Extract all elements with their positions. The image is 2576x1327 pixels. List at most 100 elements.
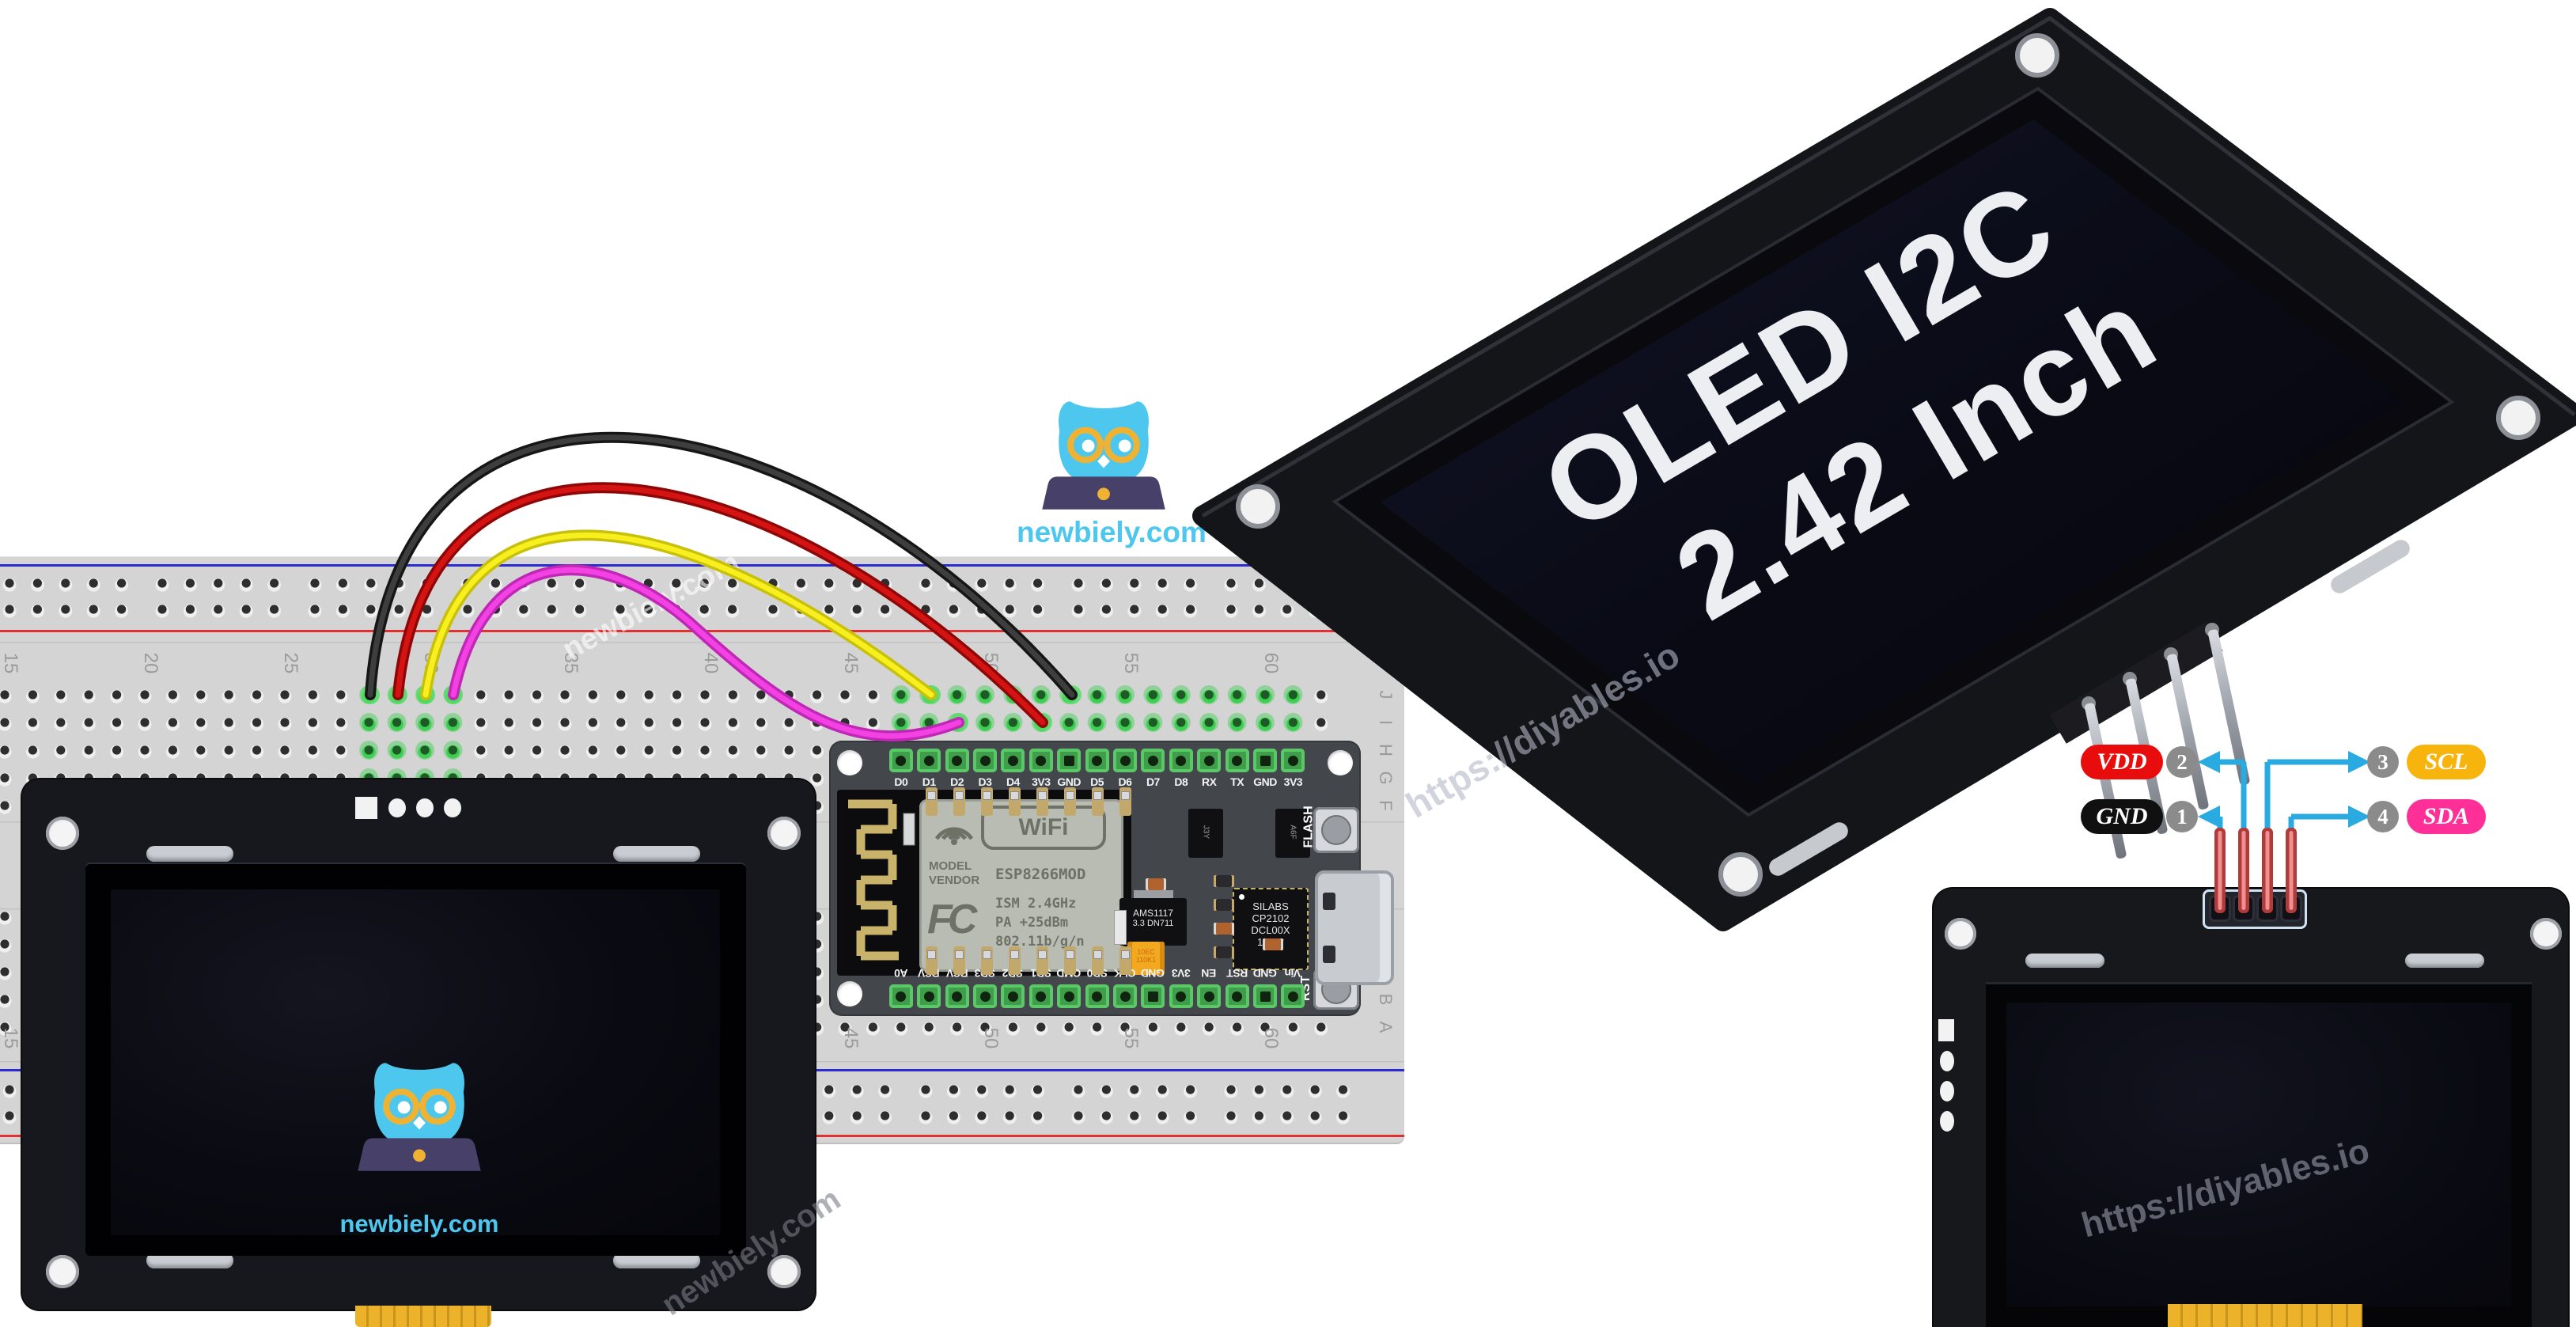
green-glow [919, 685, 939, 704]
breadboard-hole [824, 1111, 834, 1120]
green-glow [919, 713, 939, 732]
hole-ring [81, 717, 96, 731]
rail-line [0, 630, 1404, 632]
breadboard-hole [1064, 690, 1074, 700]
breadboard-hole [463, 605, 472, 614]
breadboard-hole [504, 745, 513, 755]
hole-ring [138, 745, 152, 759]
hole-ring [1118, 1022, 1132, 1036]
hole-ring [1230, 689, 1244, 703]
breadboard-hole [1226, 605, 1236, 614]
breadboard-hole [575, 605, 585, 614]
nodemcu-pin-GND [1141, 984, 1165, 1008]
hole-ring [946, 1084, 960, 1098]
hole-ring [308, 604, 322, 618]
hole-ring [420, 578, 434, 592]
breadboard-hole [112, 718, 122, 727]
hole-ring [1002, 1110, 1017, 1124]
pin-label-D4: D4 [1006, 775, 1020, 788]
breadboard-hole [1120, 718, 1130, 727]
breadboard-hole [1074, 605, 1083, 614]
breadboard-hole [252, 690, 262, 700]
breadboard-hole [896, 690, 906, 700]
breadboard-hole [532, 745, 542, 755]
hole-ring [1155, 1110, 1169, 1124]
hole-ring [110, 689, 124, 703]
breadboard-hole [980, 1022, 990, 1032]
hole-ring [194, 745, 208, 759]
hole-ring [418, 689, 432, 703]
green-glow [359, 713, 379, 732]
hole-ring [194, 689, 208, 703]
hole-ring [670, 689, 684, 703]
hole-ring [1155, 604, 1169, 618]
hole-ring [1252, 578, 1266, 592]
breadboard-hole [392, 745, 402, 755]
breadboard-hole [949, 578, 958, 588]
hole-ring [267, 604, 282, 618]
pin-label-GND: GND [1253, 775, 1277, 788]
owl-glasses-left [1067, 427, 1104, 464]
hole-ring [1099, 1084, 1113, 1098]
breadboard-hole [796, 605, 806, 614]
breadboard-hole [1033, 578, 1043, 588]
hole-ring [110, 745, 124, 759]
breadboard-hole [1005, 1111, 1014, 1120]
hole-ring [25, 745, 40, 759]
castellation-pad [1092, 946, 1104, 975]
nodemcu-pin-EN [1197, 984, 1222, 1008]
hole-ring [0, 717, 12, 731]
hole-ring [278, 717, 292, 731]
hole-ring [211, 578, 225, 592]
hole-ring [530, 689, 544, 703]
hole-ring [445, 717, 460, 731]
breadboard-hole [61, 605, 70, 614]
breadboard-hole [0, 773, 9, 783]
mount-hole [2496, 396, 2540, 440]
hole-ring [613, 578, 627, 592]
breadboard-hole [881, 605, 890, 614]
breadboard-hole [852, 605, 862, 614]
breadboard-hole [672, 690, 682, 700]
nodemcu-pin-CLK [1113, 984, 1137, 1008]
breadboard-hole [519, 605, 528, 614]
breadboard-hole [84, 690, 93, 700]
breadboard-hole [1176, 718, 1186, 727]
hole-ring [211, 604, 225, 618]
hole-ring [1062, 689, 1076, 703]
breadboard-hole [1064, 718, 1074, 727]
breadboard-hole [1036, 1022, 1046, 1032]
breadboard-hole [0, 1022, 9, 1032]
hole-ring [1071, 578, 1085, 592]
hole-ring [59, 578, 73, 592]
hole-ring [978, 689, 992, 703]
vendor-label: VENDOR [929, 874, 980, 887]
breadboard-hole [644, 718, 653, 727]
pin-label-sda: SDA [2407, 799, 2486, 834]
side-component [1940, 1081, 1954, 1101]
hole-ring [0, 772, 12, 787]
breadboard-hole [112, 745, 122, 755]
hole-ring [1127, 1110, 1142, 1124]
nodemcu-pin-RSV [917, 984, 941, 1008]
hole-ring [110, 717, 124, 731]
breadboard-hole [1288, 690, 1297, 700]
screw-hole [767, 817, 801, 850]
castellation-pad [1009, 946, 1021, 975]
hole-ring [364, 578, 378, 592]
hole-ring [642, 689, 656, 703]
hole-ring [878, 578, 892, 592]
breadboard-hole [924, 1022, 934, 1032]
breadboard-hole [338, 605, 347, 614]
mount-hole [1718, 852, 1763, 897]
breadboard-hole [953, 1022, 962, 1032]
owl-glasses-right [419, 1088, 456, 1125]
green-glow [1143, 685, 1163, 704]
oled-screen-frame: https://diyables.io [1986, 982, 2532, 1327]
hole-ring [614, 745, 628, 759]
row-letter: G [1376, 771, 1396, 784]
green-glow [1227, 685, 1247, 704]
breadboard-hole [616, 578, 625, 588]
screen-site-label: newbiely.com [339, 1210, 499, 1238]
green-glow [387, 713, 407, 732]
